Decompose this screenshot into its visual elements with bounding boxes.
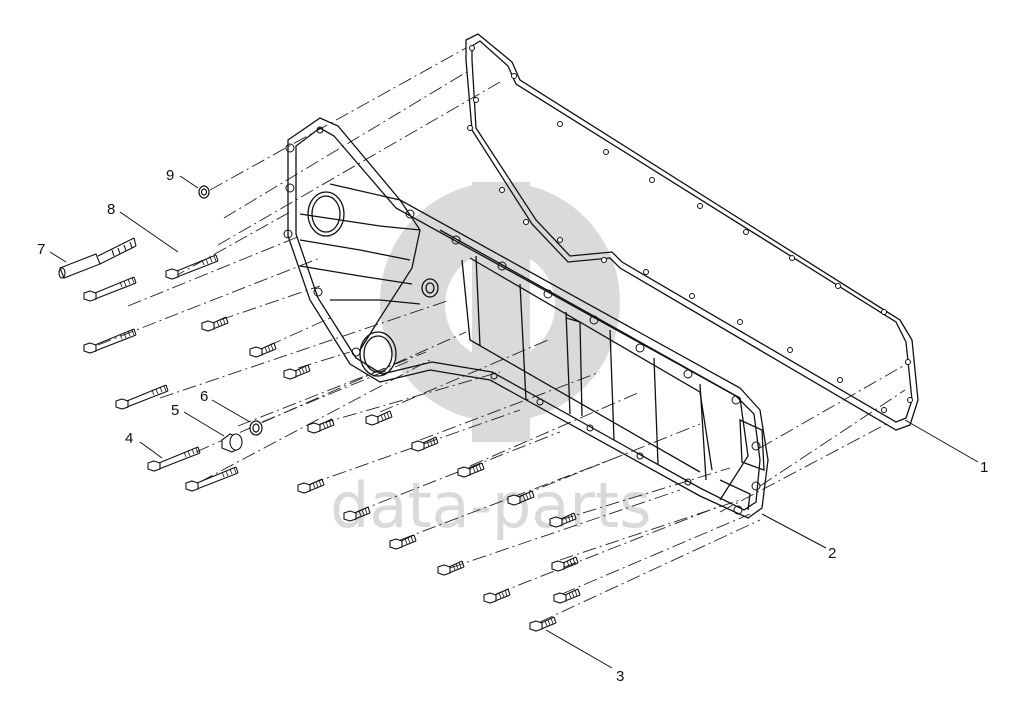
seal-ring-icon	[198, 185, 210, 199]
cover-housing	[283, 117, 769, 519]
bolt-icon	[365, 410, 393, 426]
bolt-icon	[147, 446, 201, 472]
bolt-icon	[249, 342, 277, 358]
bolt-icon	[553, 588, 581, 604]
callout-3: 3	[616, 668, 624, 685]
callout-5: 5	[171, 402, 179, 419]
bolt-icon	[411, 436, 439, 452]
callout-2: 2	[828, 545, 836, 562]
bolt-icon	[83, 276, 137, 302]
watermark: data-parts	[330, 182, 651, 542]
gasket-holes	[467, 45, 913, 413]
bolt-icon	[529, 616, 557, 632]
bolt-icon	[483, 588, 511, 604]
washer-icon	[249, 420, 263, 436]
callout-1: 1	[980, 459, 988, 476]
bolt-icon	[185, 466, 239, 492]
bolt-icon	[283, 364, 311, 380]
bolt-icon	[201, 316, 229, 332]
callout-7: 7	[37, 241, 45, 258]
gasket	[465, 33, 919, 431]
plug-icon	[221, 433, 243, 453]
bolt-icon	[83, 328, 137, 354]
bolt-icon	[165, 254, 219, 280]
bolt-icon	[115, 384, 169, 410]
callout-6: 6	[200, 388, 208, 405]
callout-4: 4	[125, 430, 133, 447]
leader-lines	[49, 175, 979, 669]
bolt-icon	[297, 478, 325, 494]
callout-9: 9	[166, 167, 174, 184]
stud-icon	[58, 237, 137, 279]
callout-8: 8	[107, 201, 115, 218]
callout-labels: 1 2 3 4 5 6 7 8 9	[37, 167, 988, 685]
cover-bolt-bosses	[283, 126, 761, 515]
alignment-lines	[97, 47, 911, 623]
bolt-icon	[551, 556, 579, 572]
